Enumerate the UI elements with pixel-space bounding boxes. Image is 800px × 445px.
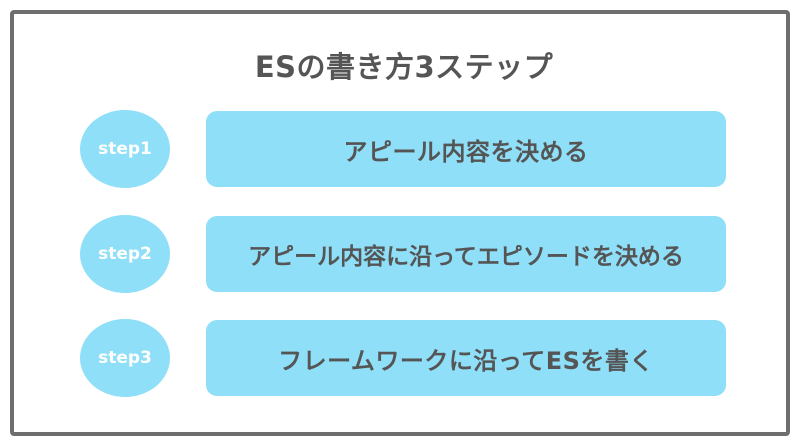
step-badge-2: step2 (80, 215, 170, 293)
step-text-3: フレームワークに沿ってESを書く (206, 320, 726, 396)
step-badge-3: step3 (80, 319, 170, 397)
step-row-3: step3 フレームワークに沿ってESを書く (14, 319, 794, 397)
step-text-1: アピール内容を決める (206, 111, 726, 187)
step-row-1: step1 アピール内容を決める (14, 110, 794, 188)
steps-card: ESの書き方3ステップ step1 アピール内容を決める step2 アピール内… (10, 10, 790, 436)
step-row-2: step2 アピール内容に沿ってエピソードを決める (14, 215, 794, 293)
card-title: ESの書き方3ステップ (254, 50, 554, 84)
step-text-2: アピール内容に沿ってエピソードを決める (206, 216, 726, 292)
step-badge-1: step1 (80, 110, 170, 188)
